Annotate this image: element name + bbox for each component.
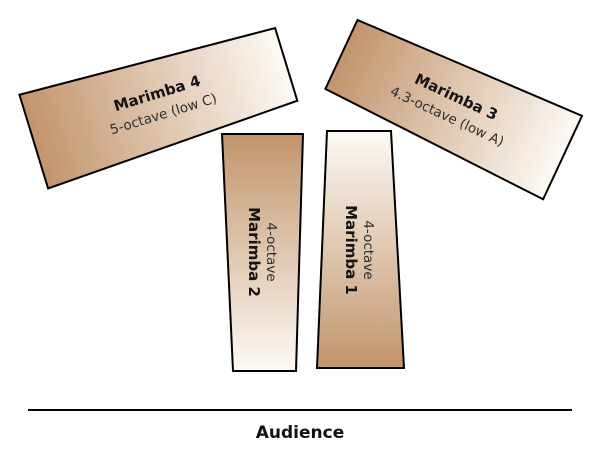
marimba-2-shape: [220, 133, 305, 372]
marimba-1-size: 4-octave: [360, 220, 376, 279]
marimba-1-shape: [315, 130, 406, 369]
audience-label: Audience: [256, 423, 345, 443]
marimba-4-shape: [18, 26, 299, 190]
marimba-4: Marimba 4 5-octave (low C): [18, 26, 299, 190]
marimba-1-label: Marimba 1 4-octave: [342, 205, 376, 295]
marimba-2: Marimba 2 4-octave: [220, 133, 305, 372]
marimba-2-name: Marimba 2: [245, 207, 263, 297]
marimba-2-label: Marimba 2 4-octave: [245, 207, 279, 297]
marimba-3-shape: [324, 18, 584, 201]
marimba-1: Marimba 1 4-octave: [315, 130, 406, 369]
marimba-1-name: Marimba 1: [342, 205, 360, 295]
marimba-2-size: 4-octave: [263, 222, 279, 281]
